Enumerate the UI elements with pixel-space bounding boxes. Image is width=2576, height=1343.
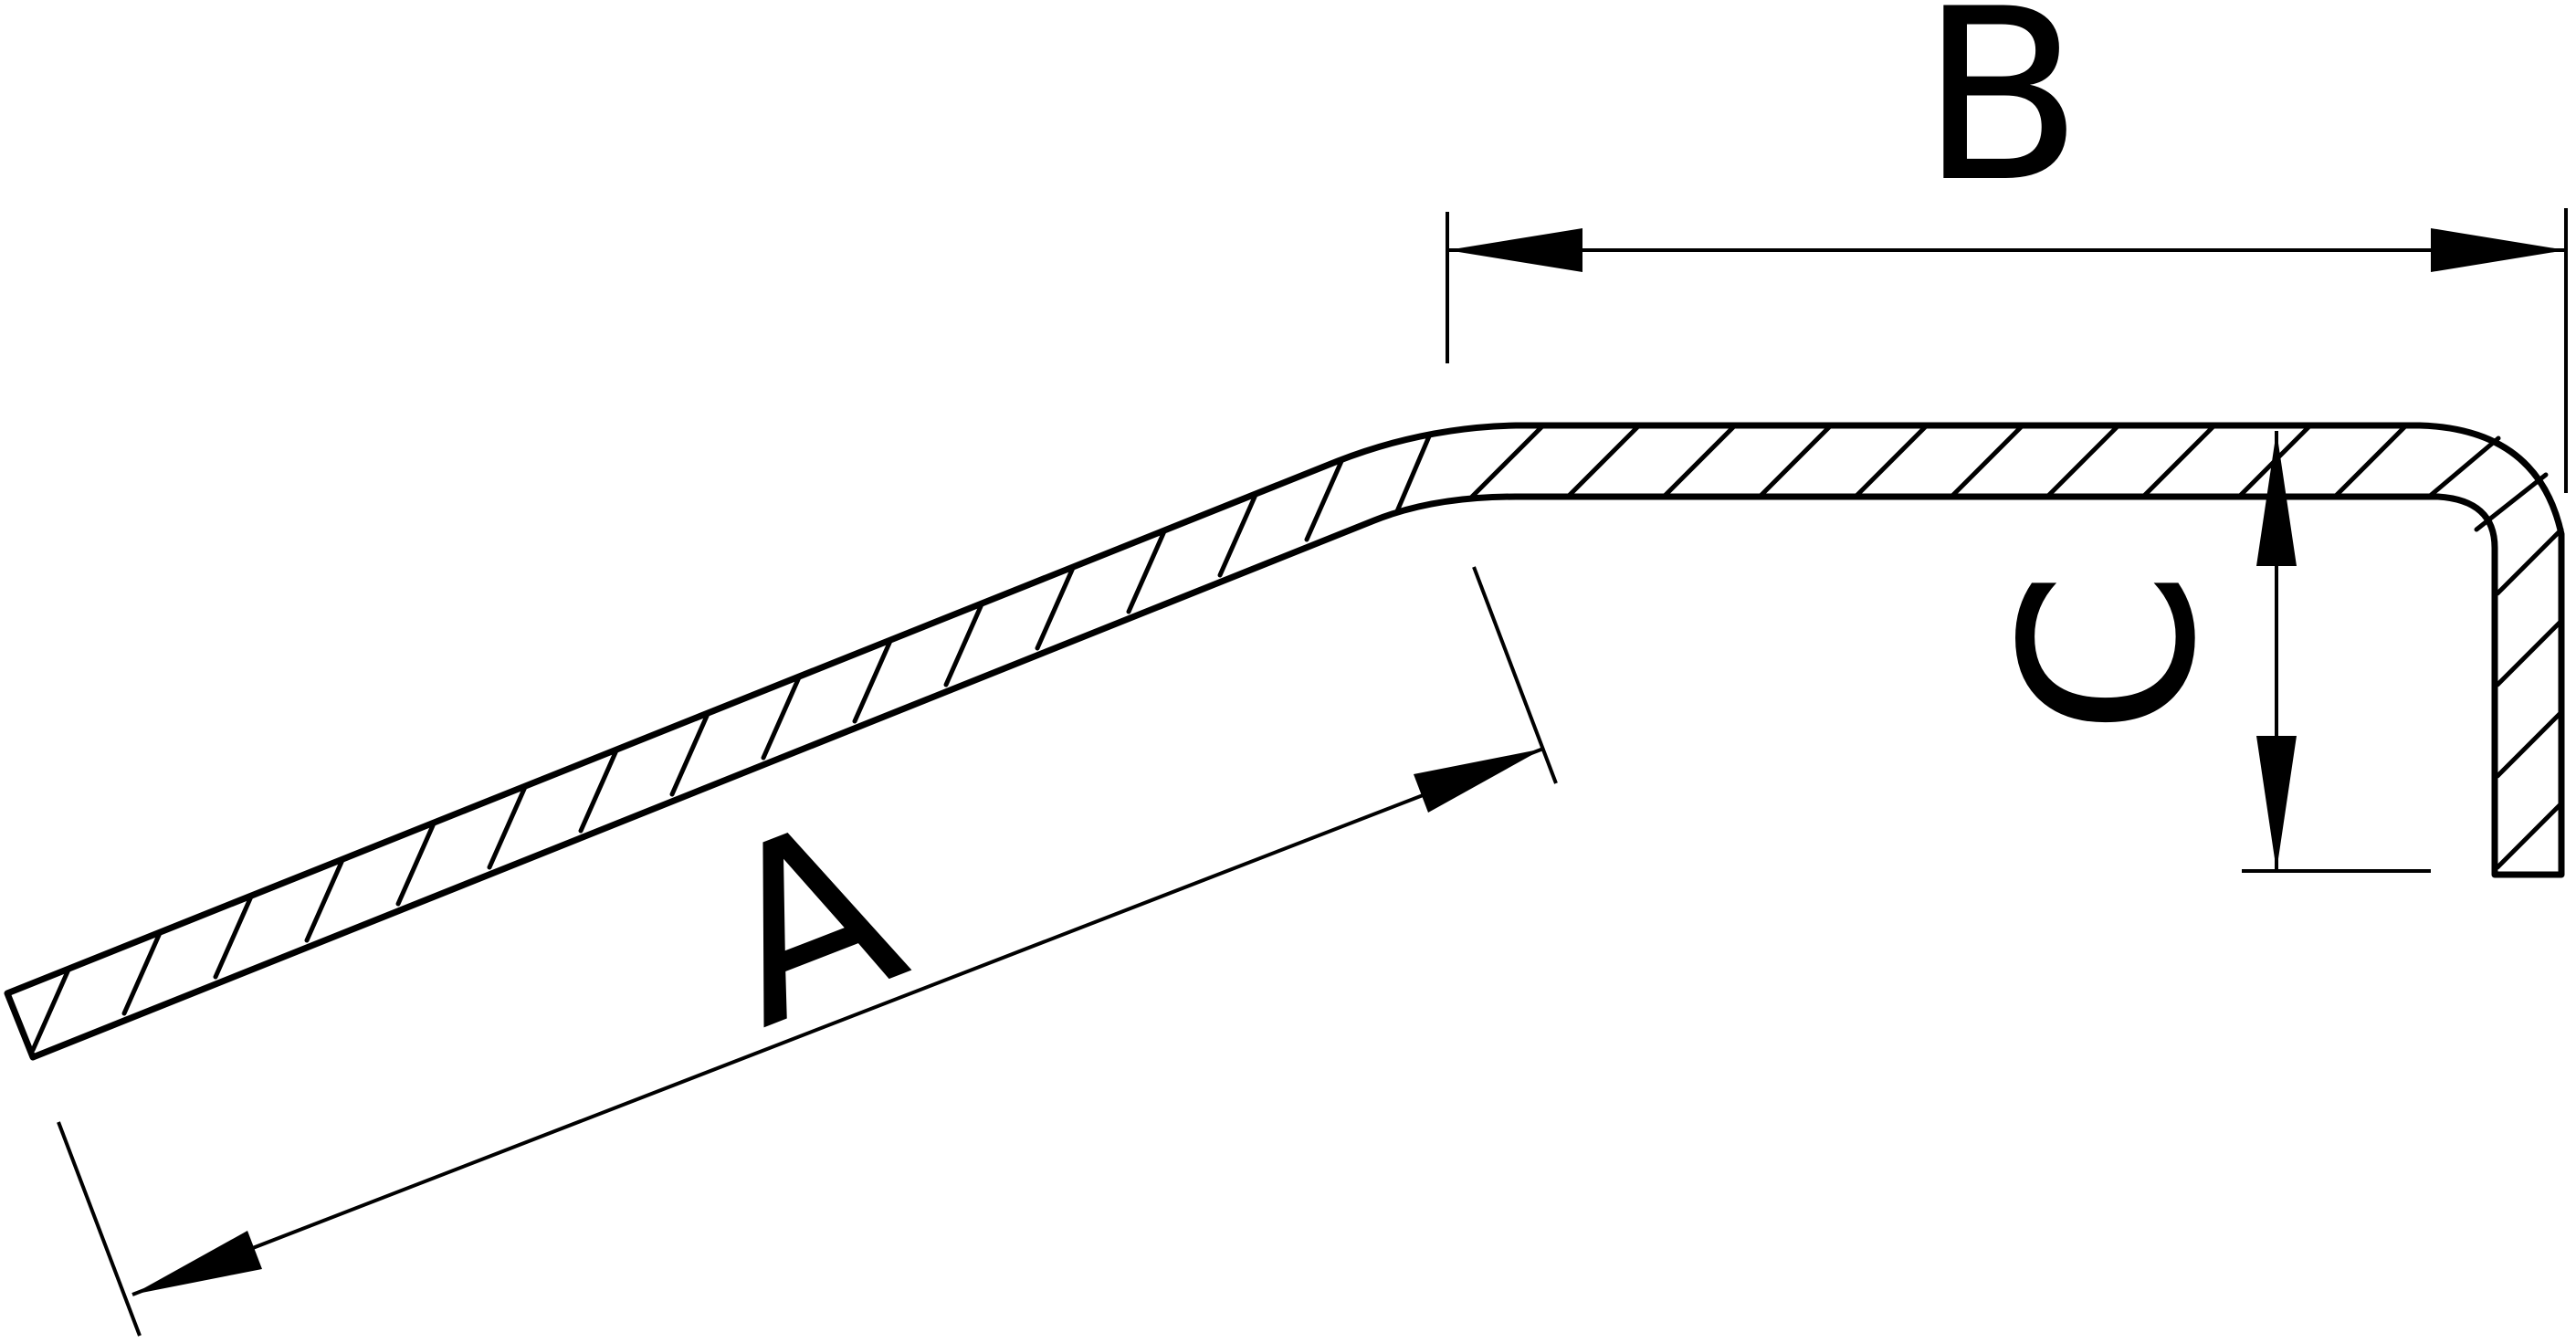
dimension-b: B [1446,0,2568,493]
dimension-a-extension-start [57,1121,142,1337]
dimension-b-arrow-end [2431,228,2566,272]
dimension-a-extension-end [1472,566,1558,784]
dimension-a-arrow-end [1414,749,1543,813]
dimension-c-label: C [1972,570,2248,736]
dimension-c: C [1972,431,2431,873]
hatching-sloped [30,434,1432,1053]
dimension-b-label: B [1920,0,2083,235]
profile-outer-edge [4,422,2565,1061]
dimension-b-arrow-start [1447,228,1582,272]
hatching-vertical [2495,527,2564,870]
dimension-a-arrow-start [132,1231,262,1295]
dimension-c-arrow-bottom [2256,736,2297,871]
dimension-a-label: A [683,765,935,1081]
dimension-c-arrow-top [2256,431,2297,566]
hatching-horizontal [1469,425,2549,532]
dimension-a: A [57,566,1558,1337]
profile-outline [4,422,2565,1061]
dimension-a-line [131,747,1544,1296]
